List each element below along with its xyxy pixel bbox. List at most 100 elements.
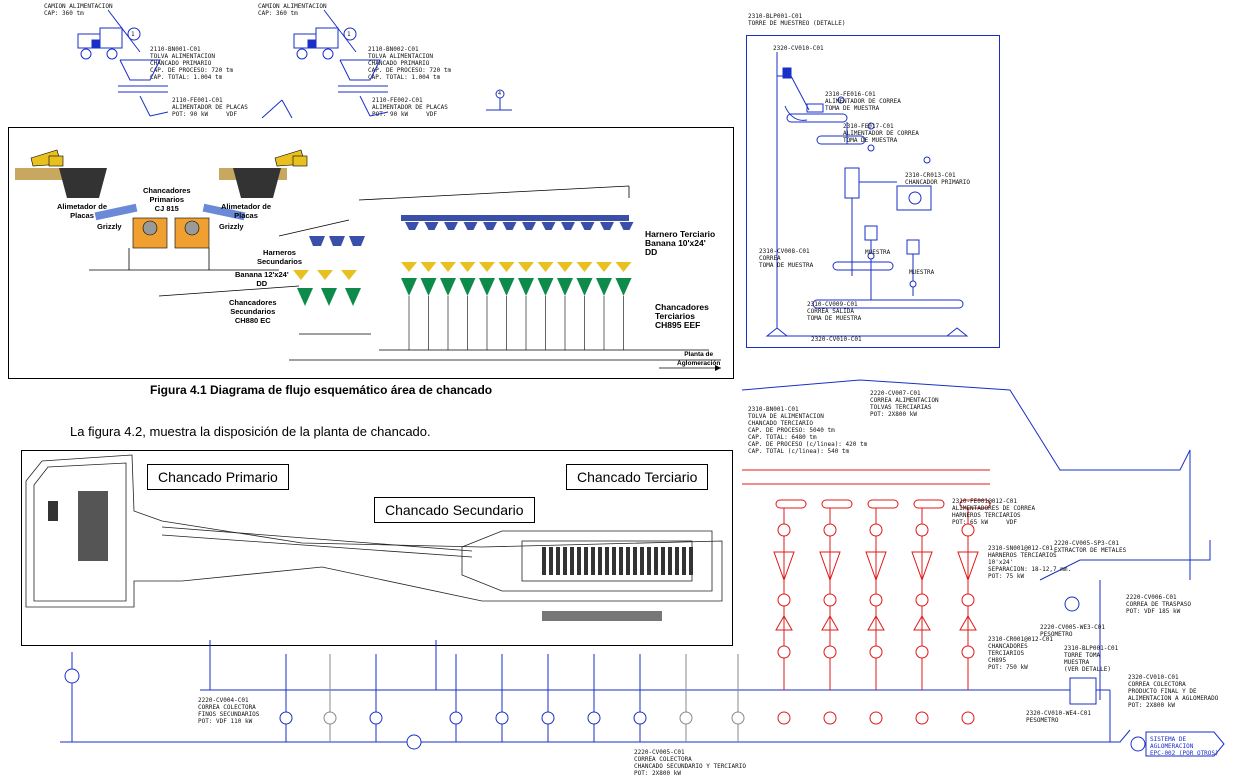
feeder-label-right: 2110-FE002-C01 ALIMENTADOR DE PLACAS POT… bbox=[372, 97, 448, 118]
label-cv010-bottom: 2320-CV010-C01 bbox=[811, 336, 862, 343]
tertiary-crusher bbox=[440, 278, 456, 296]
plant-building-mark bbox=[647, 547, 651, 575]
label-cr012: 2310-CR001@012-C01 CHANCADORES TERCIARIO… bbox=[988, 636, 1054, 671]
figure-4-2-layout: Chancado Primario Chancado Terciario Cha… bbox=[21, 450, 733, 646]
label-fe016: 2310-FE016-C01 ALIMENTADOR DE CORREA TOM… bbox=[825, 91, 901, 112]
tertiary-screen bbox=[459, 262, 476, 272]
tertiary-screen bbox=[440, 262, 456, 272]
label-grizzly-left: Grizzly bbox=[97, 222, 122, 231]
plant-building-mark bbox=[605, 547, 609, 575]
plant-building-mark bbox=[591, 547, 595, 575]
label-fe012: 2310-FE001@012-C01 ALIMENTADORES DE CORR… bbox=[952, 498, 1036, 526]
tertiary-bin bbox=[444, 222, 458, 230]
label-cv009: 2310-CV009-C01 CORREA SALIDA TOMA DE MUE… bbox=[807, 301, 862, 322]
plant-building-mark bbox=[640, 547, 644, 575]
plant-building-mark bbox=[612, 547, 616, 575]
stream-num-small: 4 bbox=[498, 91, 502, 97]
label-cv005-sp3: 2220-CV005-SP3-C01 EXTRACTOR DE METALES bbox=[1054, 540, 1127, 554]
tertiary-screen bbox=[537, 262, 554, 272]
label-feeder-left: Alimetador de Placas bbox=[57, 202, 108, 220]
plant-building-mark bbox=[668, 547, 672, 575]
tertiary-screen bbox=[401, 262, 417, 272]
label-blp001: 2310-BLP001-C01 TORRE TOMA MUESTRA (VER … bbox=[1064, 645, 1119, 673]
sampling-tower-graphics bbox=[765, 52, 969, 337]
tertiary-crusher bbox=[537, 278, 554, 296]
label-cv006: 2220-CV006-C01 CORREA DE TRASPASO POT: V… bbox=[1126, 594, 1192, 615]
plant-building-mark bbox=[584, 547, 588, 575]
stream-num-left: 1 bbox=[131, 31, 135, 38]
plant-building-mark bbox=[556, 547, 560, 575]
label-tertiary-screen: Harnero Terciario Banana 10'x24' DD bbox=[645, 229, 716, 257]
plant-building-mark bbox=[633, 547, 637, 575]
tertiary-crusher bbox=[401, 278, 417, 296]
tertiary-crusher bbox=[479, 278, 495, 296]
label-grizzly-right: Grizzly bbox=[219, 222, 244, 231]
figure-4-2-graphics bbox=[25, 454, 723, 621]
label-cv007: 2220-CV007-C01 CORREA ALIMENTACION TOLVA… bbox=[870, 390, 939, 418]
label-cr013: 2310-CR013-C01 CHANCADOR PRIMARIO bbox=[905, 172, 971, 186]
label-cv010: 2320-CV010-C01 CORREA COLECTORA PRODUCTO… bbox=[1128, 674, 1219, 709]
tertiary-bin bbox=[463, 222, 478, 230]
feeder-label-left: 2110-FE001-C01 ALIMENTADOR DE PLACAS POT… bbox=[172, 97, 248, 118]
label-secondary-screens: Harneros Secundarios bbox=[257, 248, 303, 266]
tertiary-screen bbox=[557, 262, 573, 272]
label-sistema: SISTEMA DE AGLOMERACION EPC-002 (POR OTR… bbox=[1150, 736, 1219, 757]
hopper-label-left: 2110-BN001-C01 TOLVA ALIMENTACION CHANCA… bbox=[150, 46, 234, 81]
tertiary-screen bbox=[479, 262, 495, 272]
tertiary-bin bbox=[619, 222, 634, 230]
label-sn012: 2310-SN001@012-C01 HARNEROS TERCIARIOS 1… bbox=[988, 545, 1072, 580]
plant-building-mark bbox=[675, 547, 679, 575]
label-banana-secondary: Banana 12'x24' DD bbox=[235, 270, 289, 288]
tertiary-screen bbox=[518, 262, 534, 272]
tertiary-bin bbox=[483, 222, 497, 230]
tertiary-crusher bbox=[596, 278, 612, 296]
tertiary-bin bbox=[561, 222, 575, 230]
label-cv004: 2220-CV004-C01 CORREA COLECTORA FINOS SE… bbox=[198, 697, 260, 725]
label-feeder-right: Alimetador de Placas bbox=[221, 202, 272, 220]
tertiary-screen bbox=[498, 262, 515, 272]
callout-tertiary: Chancado Terciario bbox=[566, 464, 709, 490]
tertiary-screen bbox=[576, 262, 593, 272]
plant-building-mark bbox=[549, 547, 553, 575]
tertiary-bin bbox=[541, 222, 556, 230]
figure-4-1-schematic: Alimetador de Placas Grizzly Chancadores… bbox=[8, 127, 734, 379]
plant-building-mark bbox=[542, 547, 546, 575]
tertiary-crusher bbox=[420, 278, 437, 296]
tertiary-crusher bbox=[518, 278, 534, 296]
tertiary-bin bbox=[580, 222, 595, 230]
plant-building-mark bbox=[598, 547, 602, 575]
tertiary-crusher bbox=[459, 278, 476, 296]
tertiary-bin bbox=[502, 222, 517, 230]
label-cv005: 2220-CV005-C01 CORREA COLECTORA CHANCADO… bbox=[634, 749, 746, 777]
tertiary-bin bbox=[405, 222, 419, 230]
stream-num-right: 1 bbox=[347, 31, 351, 38]
plant-building-mark bbox=[570, 547, 574, 575]
tertiary-screen bbox=[420, 262, 437, 272]
callout-primary: Chancado Primario bbox=[147, 464, 289, 490]
plant-building-mark bbox=[619, 547, 623, 575]
label-secondary-crushers: Chancadores Secundarios CH880 EC bbox=[229, 298, 277, 325]
label-fe017: 2310-FE017-C01 ALIMENTADOR DE CORREA TOM… bbox=[843, 123, 919, 144]
label-cv008: 2310-CV008-C01 CORREA TOMA DE MUESTRA bbox=[759, 248, 814, 269]
figure-4-1-caption: Figura 4.1 Diagrama de flujo esquemático… bbox=[150, 383, 493, 397]
tertiary-bin bbox=[522, 222, 536, 230]
plant-building-mark bbox=[689, 547, 693, 575]
label-tertiary-crushers: Chancadores Terciarios CH895 EEF bbox=[655, 302, 709, 330]
label-primary-crushers: Chancadores Primarios CJ 815 bbox=[143, 186, 191, 213]
tertiary-screen bbox=[596, 262, 612, 272]
truck-label-right: CAMION ALIMENTACION CAP: 360 tm bbox=[258, 3, 327, 17]
plant-building-mark bbox=[626, 547, 630, 575]
label-muestra-1: MUESTRA bbox=[865, 249, 891, 256]
plant-building-mark bbox=[661, 547, 665, 575]
label-plant: Planta de Aglomeración bbox=[677, 351, 721, 367]
plant-building-mark bbox=[563, 547, 567, 575]
label-bn001: 2310-BN001-C01 TOLVA DE ALIMENTACION CHA… bbox=[748, 406, 868, 455]
figure-4-1-graphics bbox=[15, 149, 721, 371]
tertiary-crusher bbox=[615, 278, 632, 296]
plant-building-mark bbox=[654, 547, 658, 575]
label-we4: 2320-CV010-WE4-C01 PESOMETRO bbox=[1026, 710, 1092, 724]
sampling-tower-detail: 2320-CV010-C01 2310-FE016-C01 ALIMENTADO… bbox=[746, 35, 1000, 348]
tertiary-crusher bbox=[576, 278, 593, 296]
callout-secondary: Chancado Secundario bbox=[374, 497, 535, 523]
